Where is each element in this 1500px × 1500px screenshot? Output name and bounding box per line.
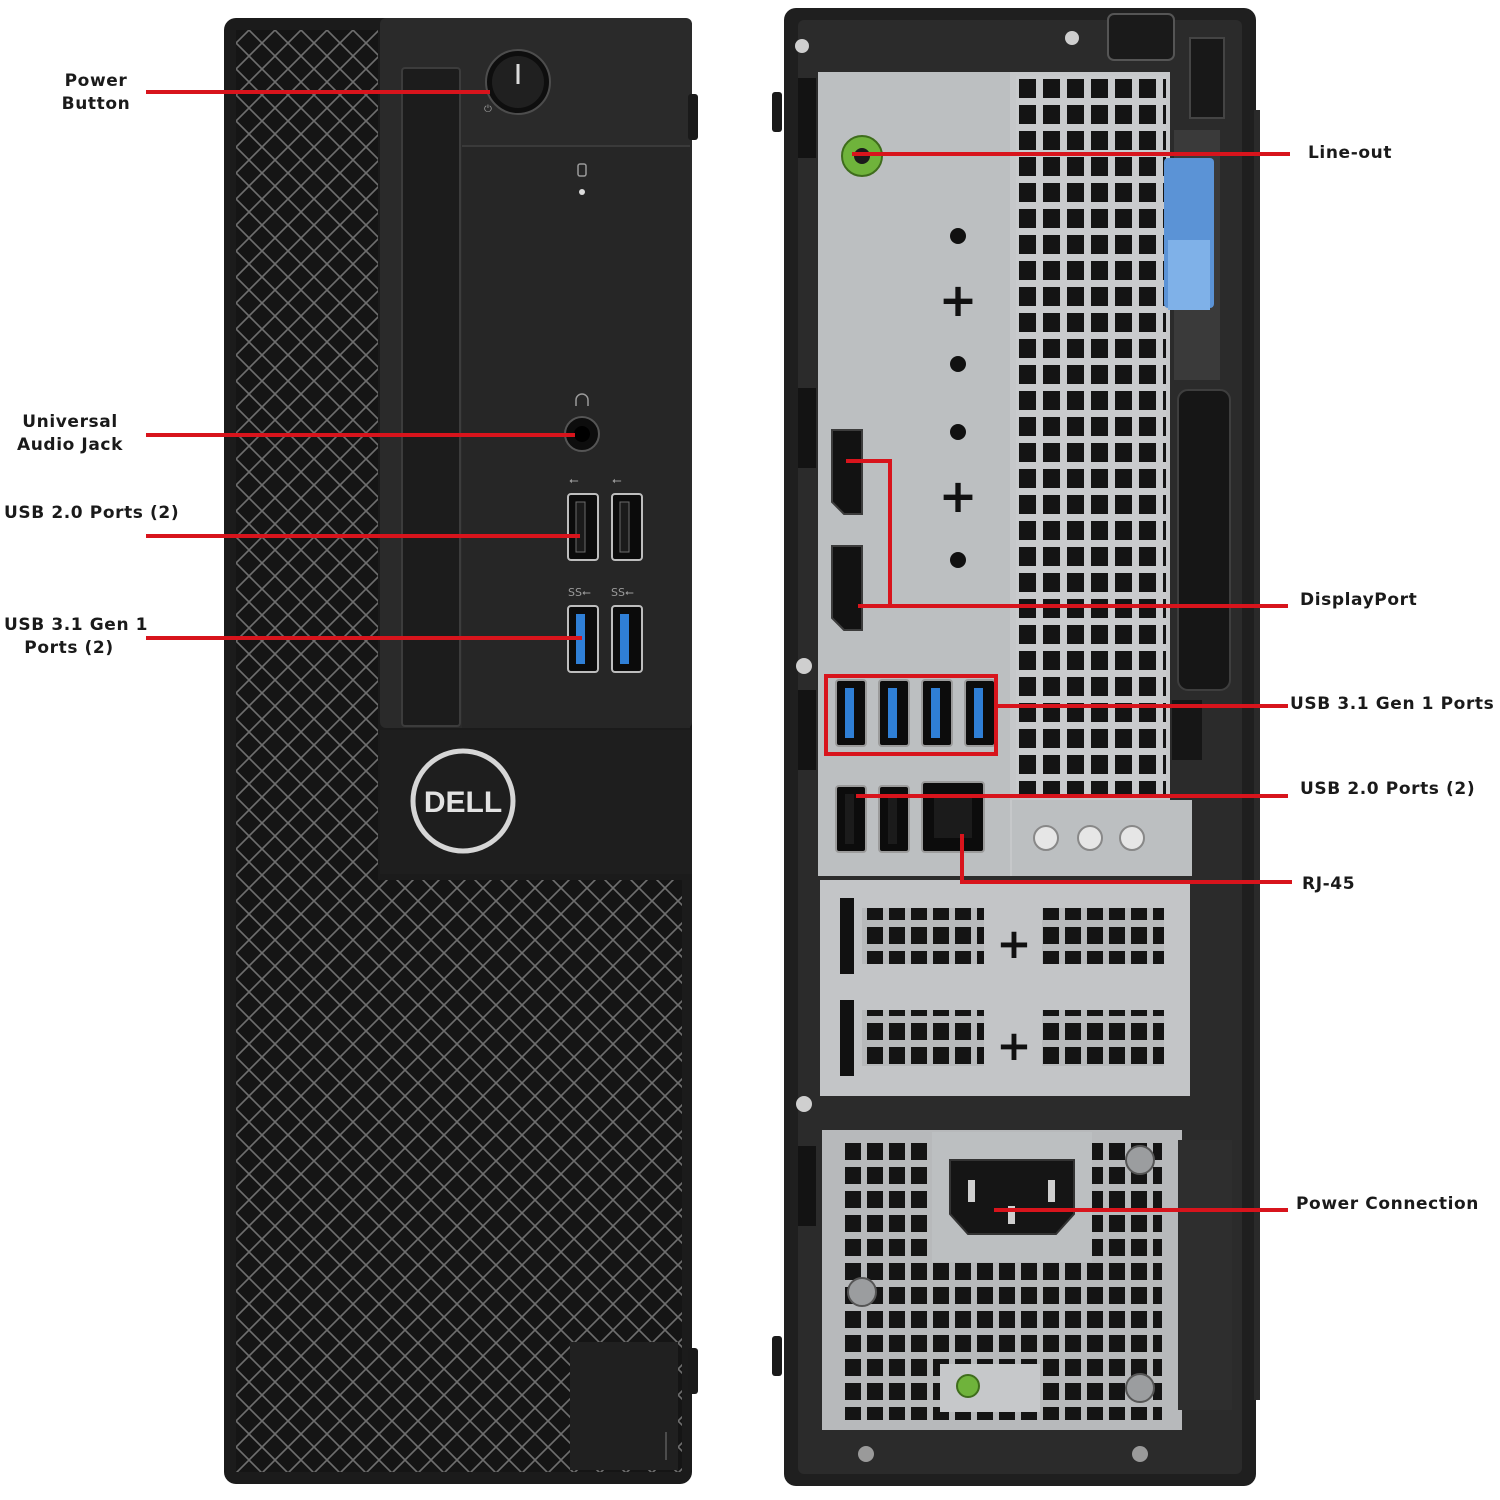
svg-text:+: + <box>996 919 1031 968</box>
rear-usb31-label: USB 3.1 Gen 1 Ports (4) <box>1290 694 1500 714</box>
front-usb2-label: USB 2.0 Ports (2) <box>4 503 180 523</box>
psu-block <box>822 1130 1182 1430</box>
ss-usb-icon-front: SS⭠ SS⭠ <box>568 586 634 599</box>
rj45-label: RJ-45 <box>1302 874 1356 894</box>
kensington-loops <box>1033 825 1145 851</box>
displayport-1 <box>831 429 863 515</box>
svg-text:+: + <box>939 273 978 327</box>
rear-chassis <box>772 8 1260 1486</box>
power-connector-icon <box>949 1159 1075 1235</box>
rear-usb3-ports <box>835 679 996 747</box>
svg-text:SS⭠: SS⭠ <box>611 586 634 599</box>
power-button-icon: ⏻ <box>484 49 551 115</box>
svg-text:DELL: DELL <box>424 786 502 819</box>
dell-logo: DELL <box>410 748 516 854</box>
rj45-port <box>921 781 985 853</box>
hdd-activity-light-icon <box>577 163 587 195</box>
headset-icon <box>575 393 589 406</box>
rear-latch <box>1178 1140 1232 1410</box>
power-connection-label: Power Connection <box>1296 1194 1479 1214</box>
usb-icon-front: ⭠ ⭠ <box>569 473 622 487</box>
rear-usb2-ports <box>835 785 910 853</box>
foot-left <box>858 1446 874 1462</box>
svg-text:SS⭠: SS⭠ <box>568 586 591 599</box>
displayport-label: DisplayPort <box>1300 590 1418 610</box>
svg-text:+: + <box>939 469 978 523</box>
callout-lines <box>146 90 1292 1212</box>
svg-text:+: + <box>996 1021 1031 1070</box>
rear-usb2-label: USB 2.0 Ports (2) <box>1300 779 1476 799</box>
svg-text:⭠: ⭠ <box>612 473 622 487</box>
line-out-label: Line-out <box>1308 143 1393 163</box>
audio-jack-label: Universal Audio Jack <box>16 412 124 455</box>
panel-screws: + + <box>939 228 978 568</box>
foot-right <box>1132 1446 1148 1462</box>
expansion-slot-covers: + + <box>820 880 1190 1096</box>
svg-text:⭠: ⭠ <box>569 473 579 487</box>
front-usb3-port-2 <box>611 605 643 673</box>
power-button-label: Power Button <box>61 71 131 114</box>
front-usb31-label: USB 3.1 Gen 1 Ports (2) <box>4 615 149 658</box>
displayport-2 <box>831 545 863 631</box>
svg-text:⏻: ⏻ <box>484 104 492 115</box>
front-usb2-port-1 <box>567 493 599 561</box>
front-usb2-port-2 <box>611 493 643 561</box>
